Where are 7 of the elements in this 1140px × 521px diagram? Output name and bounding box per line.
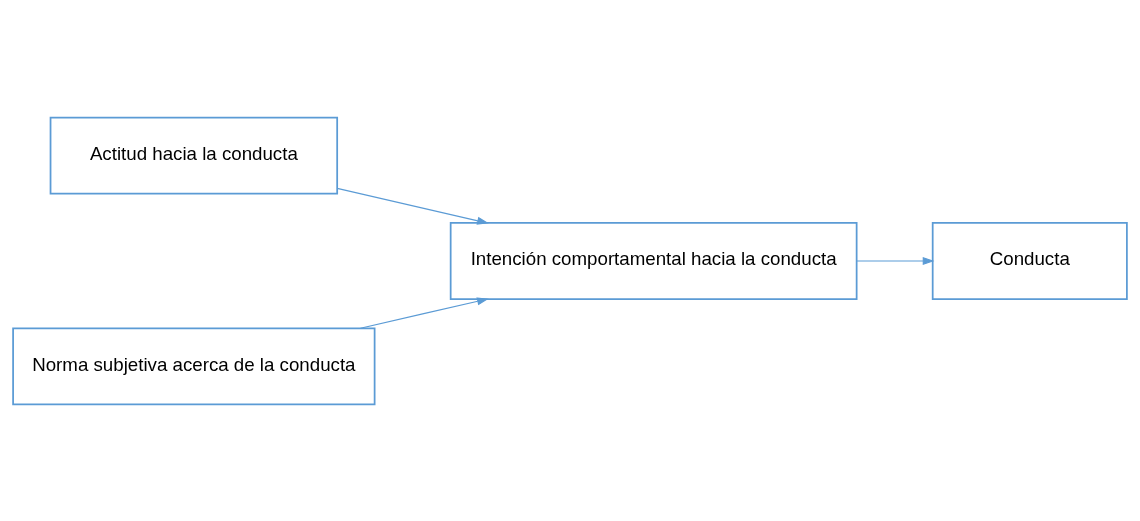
arrow [856, 256, 935, 265]
node-box: Conducta [931, 221, 1128, 300]
node-box: Norma subjetiva acerca de la conducta [12, 326, 376, 405]
node-box: Actitud hacia la conducta [49, 116, 339, 195]
arrow [336, 187, 489, 225]
node-box: Intención comportamental hacia la conducta [449, 221, 858, 300]
arrow [359, 296, 489, 329]
